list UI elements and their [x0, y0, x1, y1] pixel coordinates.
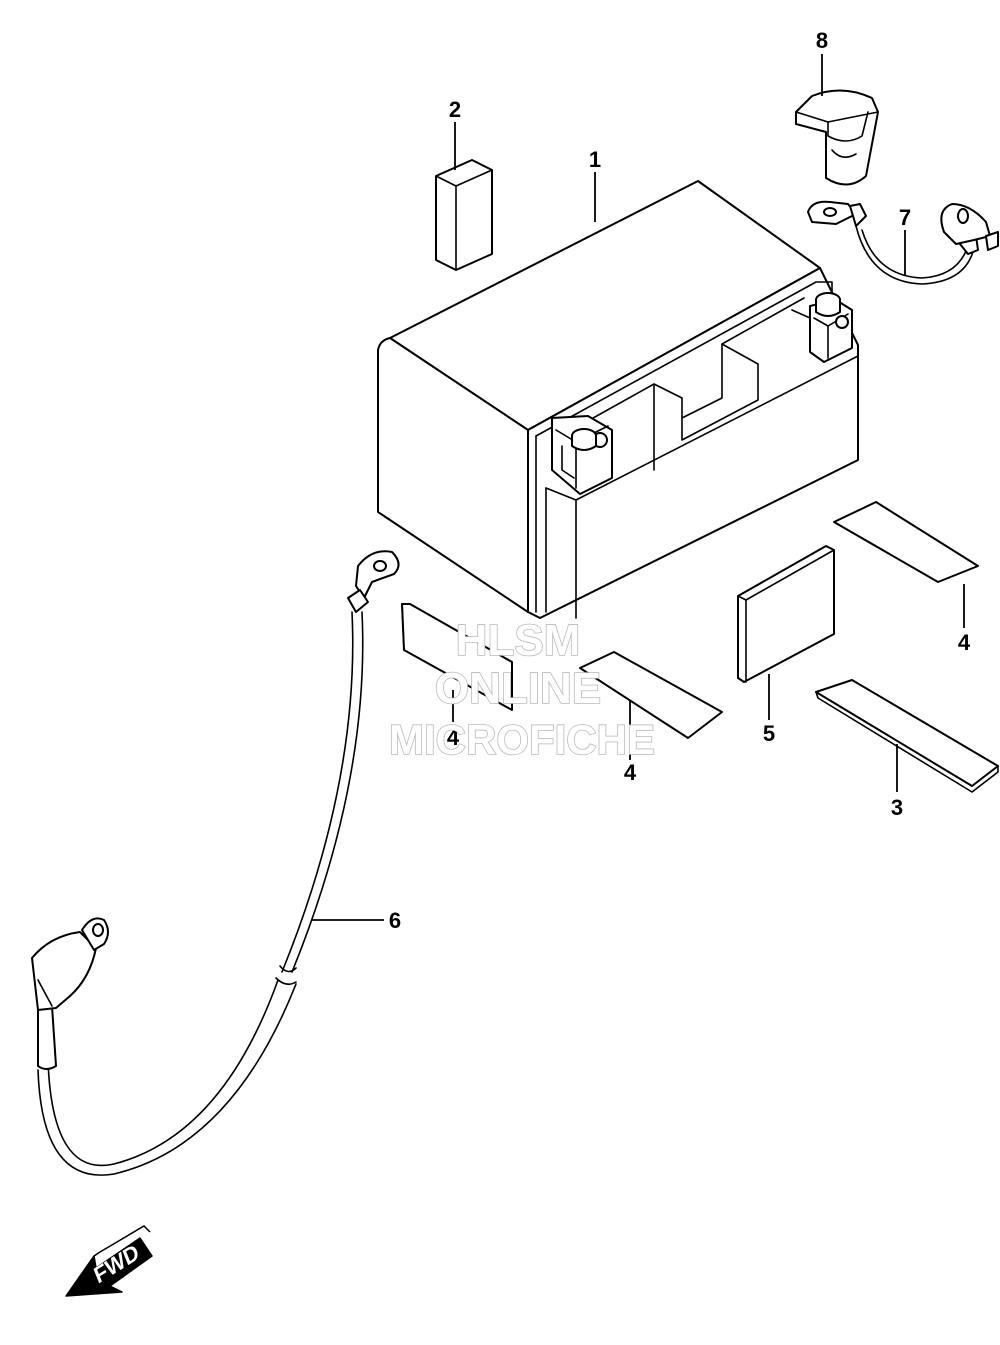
leader-lines — [312, 54, 965, 921]
vent-cap[interactable] — [435, 159, 493, 271]
battery[interactable] — [377, 180, 859, 619]
callout-4-center: 4 — [624, 760, 637, 785]
callout-1: 1 — [589, 147, 601, 172]
callout-6: 6 — [389, 908, 401, 933]
minus-lead[interactable] — [31, 550, 400, 1176]
watermark-line3: MICROFICHE — [389, 716, 655, 763]
callout-5: 5 — [763, 721, 775, 746]
callout-4-left: 4 — [447, 725, 460, 750]
callouts: 2 1 8 7 4 4 4 5 3 6 — [389, 28, 971, 933]
callout-7: 7 — [899, 205, 911, 230]
fwd-arrow: FWD — [65, 1225, 153, 1297]
plus-lead[interactable] — [807, 200, 999, 285]
watermark-line1: HLSM — [456, 616, 581, 665]
pad-upper-right[interactable] — [833, 501, 979, 583]
callout-4-upper-right: 4 — [958, 630, 971, 655]
callout-2: 2 — [449, 97, 461, 122]
watermark-line2: ONLINE — [435, 664, 601, 713]
pad-long[interactable] — [815, 679, 999, 793]
watermark: HLSM ONLINE MICROFICHE — [388, 615, 656, 764]
terminal-cover[interactable] — [795, 89, 879, 186]
plate[interactable] — [737, 545, 835, 683]
pad-left[interactable] — [401, 603, 513, 711]
pad-center[interactable] — [579, 651, 723, 739]
callout-8: 8 — [816, 28, 828, 53]
callout-3: 3 — [891, 795, 903, 820]
